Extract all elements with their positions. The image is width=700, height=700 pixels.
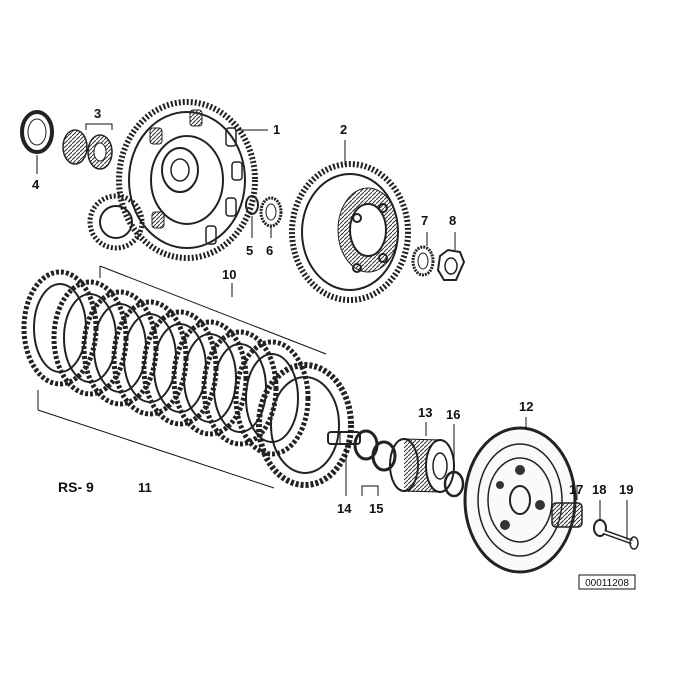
- callout-3: 3: [94, 106, 101, 121]
- callout-10: 10: [222, 267, 236, 282]
- callout-19: 19: [619, 482, 633, 497]
- callout-6: 6: [266, 243, 273, 258]
- callout-13: 13: [418, 405, 432, 420]
- clutch-plates-parts-10-11: [21, 269, 354, 488]
- nut-part-8: [436, 248, 466, 281]
- push-rod-part-14: [327, 431, 361, 445]
- lock-washer-part-7: [411, 245, 435, 277]
- callout-12: 12: [519, 399, 533, 414]
- callout-11: 11: [138, 480, 152, 495]
- clutch-hub-part-2: [289, 161, 411, 303]
- spring-part-17: [551, 502, 583, 528]
- clutch-housing-part-1: [87, 99, 258, 261]
- drawing-number: 00011208: [585, 578, 629, 589]
- bolt-part-19: [603, 529, 639, 550]
- callout-18: 18: [592, 482, 606, 497]
- model-label: RS- 9: [58, 479, 94, 495]
- callout-16: 16: [446, 407, 460, 422]
- callout-17: 17: [569, 482, 583, 497]
- callout-4: 4: [32, 177, 40, 192]
- callout-1: 1: [273, 122, 280, 137]
- callout-15: 15: [369, 501, 383, 516]
- callout-7: 7: [421, 213, 428, 228]
- washer-part-15: [353, 429, 397, 472]
- callout-5: 5: [246, 243, 253, 258]
- callout-2: 2: [340, 122, 347, 137]
- callout-14: 14: [337, 501, 352, 516]
- drawing-number-box: 00011208: [578, 574, 636, 590]
- washer-part-6: [259, 196, 283, 228]
- leader-lines: [36, 123, 628, 540]
- pressure-plate-part-12: [463, 426, 577, 574]
- thrust-washer-part-4: [20, 110, 54, 154]
- callout-8: 8: [449, 213, 456, 228]
- callout-labels: 1 2 3 4 5 6 7 8 10 11 12 13 14 15 16 17 …: [32, 106, 633, 516]
- circlip-part-16: [443, 470, 465, 498]
- circlip-part-5: [245, 195, 259, 215]
- needle-bearing-part-3: [62, 129, 113, 170]
